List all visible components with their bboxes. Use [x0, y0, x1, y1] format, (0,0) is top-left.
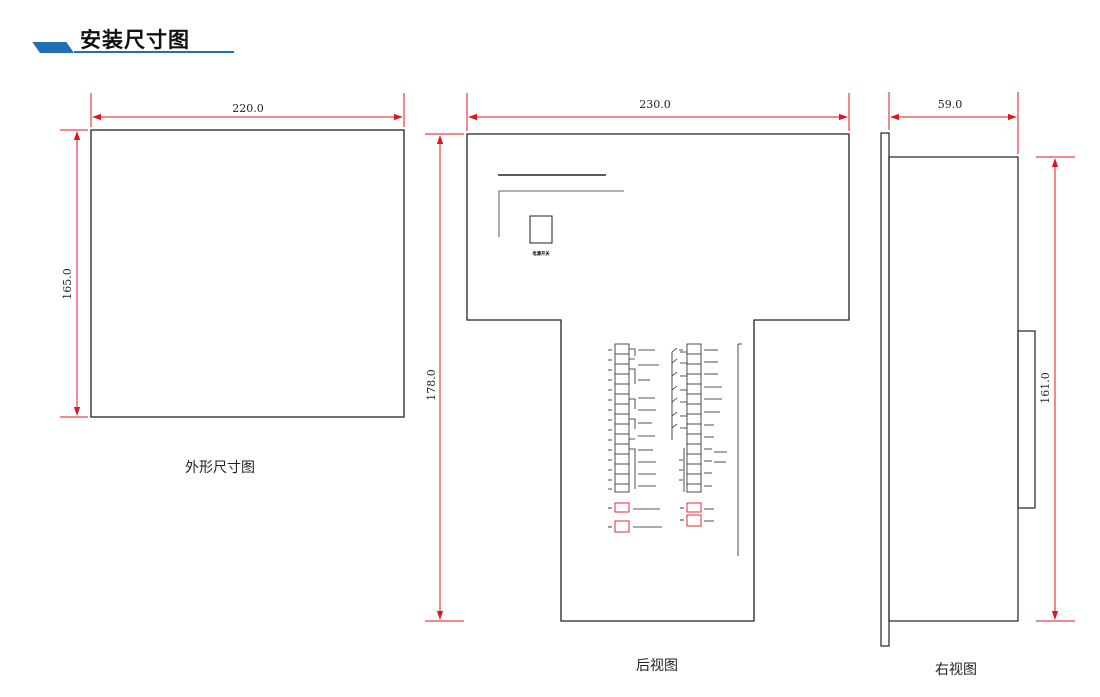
side-terminal-protrusion [1017, 330, 1036, 509]
terminal-block-left-red [608, 502, 662, 533]
section-heading: 安装尺寸图 [32, 22, 234, 54]
rear-view: 电源开关 [425, 93, 850, 674]
side-view: 59.0 161.0 右视图 [880, 92, 1075, 678]
terminal-block-right [671, 343, 727, 493]
front-view: 220.0 165.0 外形尺寸图 [60, 93, 405, 476]
side-caption: 右视图 [935, 662, 977, 678]
side-width-dim: 59.0 [938, 98, 963, 111]
rear-outline [466, 133, 850, 622]
front-height-dim: 165.0 [61, 268, 74, 300]
terminal-block-right-red [680, 502, 714, 527]
side-body [888, 156, 1019, 622]
front-width-dim: 220.0 [232, 102, 264, 115]
power-switch-label: 电源开关 [532, 250, 550, 257]
red-terminal [686, 502, 702, 513]
terminal-strip-left [614, 343, 630, 493]
rear-width-dim: 230.0 [639, 98, 671, 111]
power-switch [529, 215, 553, 244]
heading-underline [74, 51, 234, 53]
front-outline [90, 129, 405, 418]
red-terminal [614, 520, 630, 533]
side-front-flange [880, 132, 890, 647]
red-terminal [614, 502, 630, 513]
terminal-block-left [608, 343, 659, 493]
front-caption: 外形尺寸图 [185, 460, 255, 476]
terminal-strip-right [686, 343, 702, 493]
rear-height-dim: 178.0 [425, 369, 438, 401]
red-terminal [686, 514, 702, 527]
section-title: 安装尺寸图 [80, 28, 190, 52]
side-height-dim: 161.0 [1039, 372, 1052, 404]
rear-panel-bracket [498, 190, 624, 237]
rear-caption: 后视图 [636, 658, 678, 674]
